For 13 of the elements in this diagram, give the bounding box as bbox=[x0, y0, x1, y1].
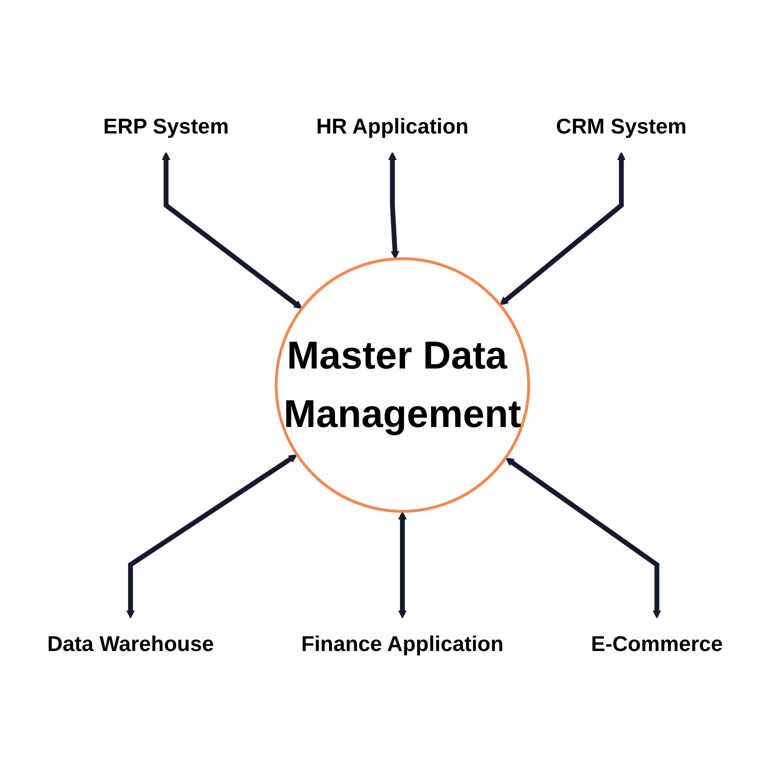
double-arrow bbox=[506, 458, 662, 619]
double-arrow bbox=[162, 152, 302, 309]
hub-ellipse: Master Data Management bbox=[274, 257, 530, 513]
system-label: Finance Application bbox=[301, 632, 504, 656]
system-label: CRM System bbox=[556, 114, 687, 138]
double-arrow bbox=[398, 511, 407, 619]
double-arrow bbox=[388, 152, 400, 260]
system-label: E-Commerce bbox=[590, 632, 723, 656]
system-label: Data Warehouse bbox=[47, 632, 214, 656]
double-arrow bbox=[500, 152, 626, 306]
system-label: ERP System bbox=[103, 114, 229, 138]
double-arrow bbox=[126, 454, 298, 619]
system-label: HR Application bbox=[316, 114, 469, 138]
